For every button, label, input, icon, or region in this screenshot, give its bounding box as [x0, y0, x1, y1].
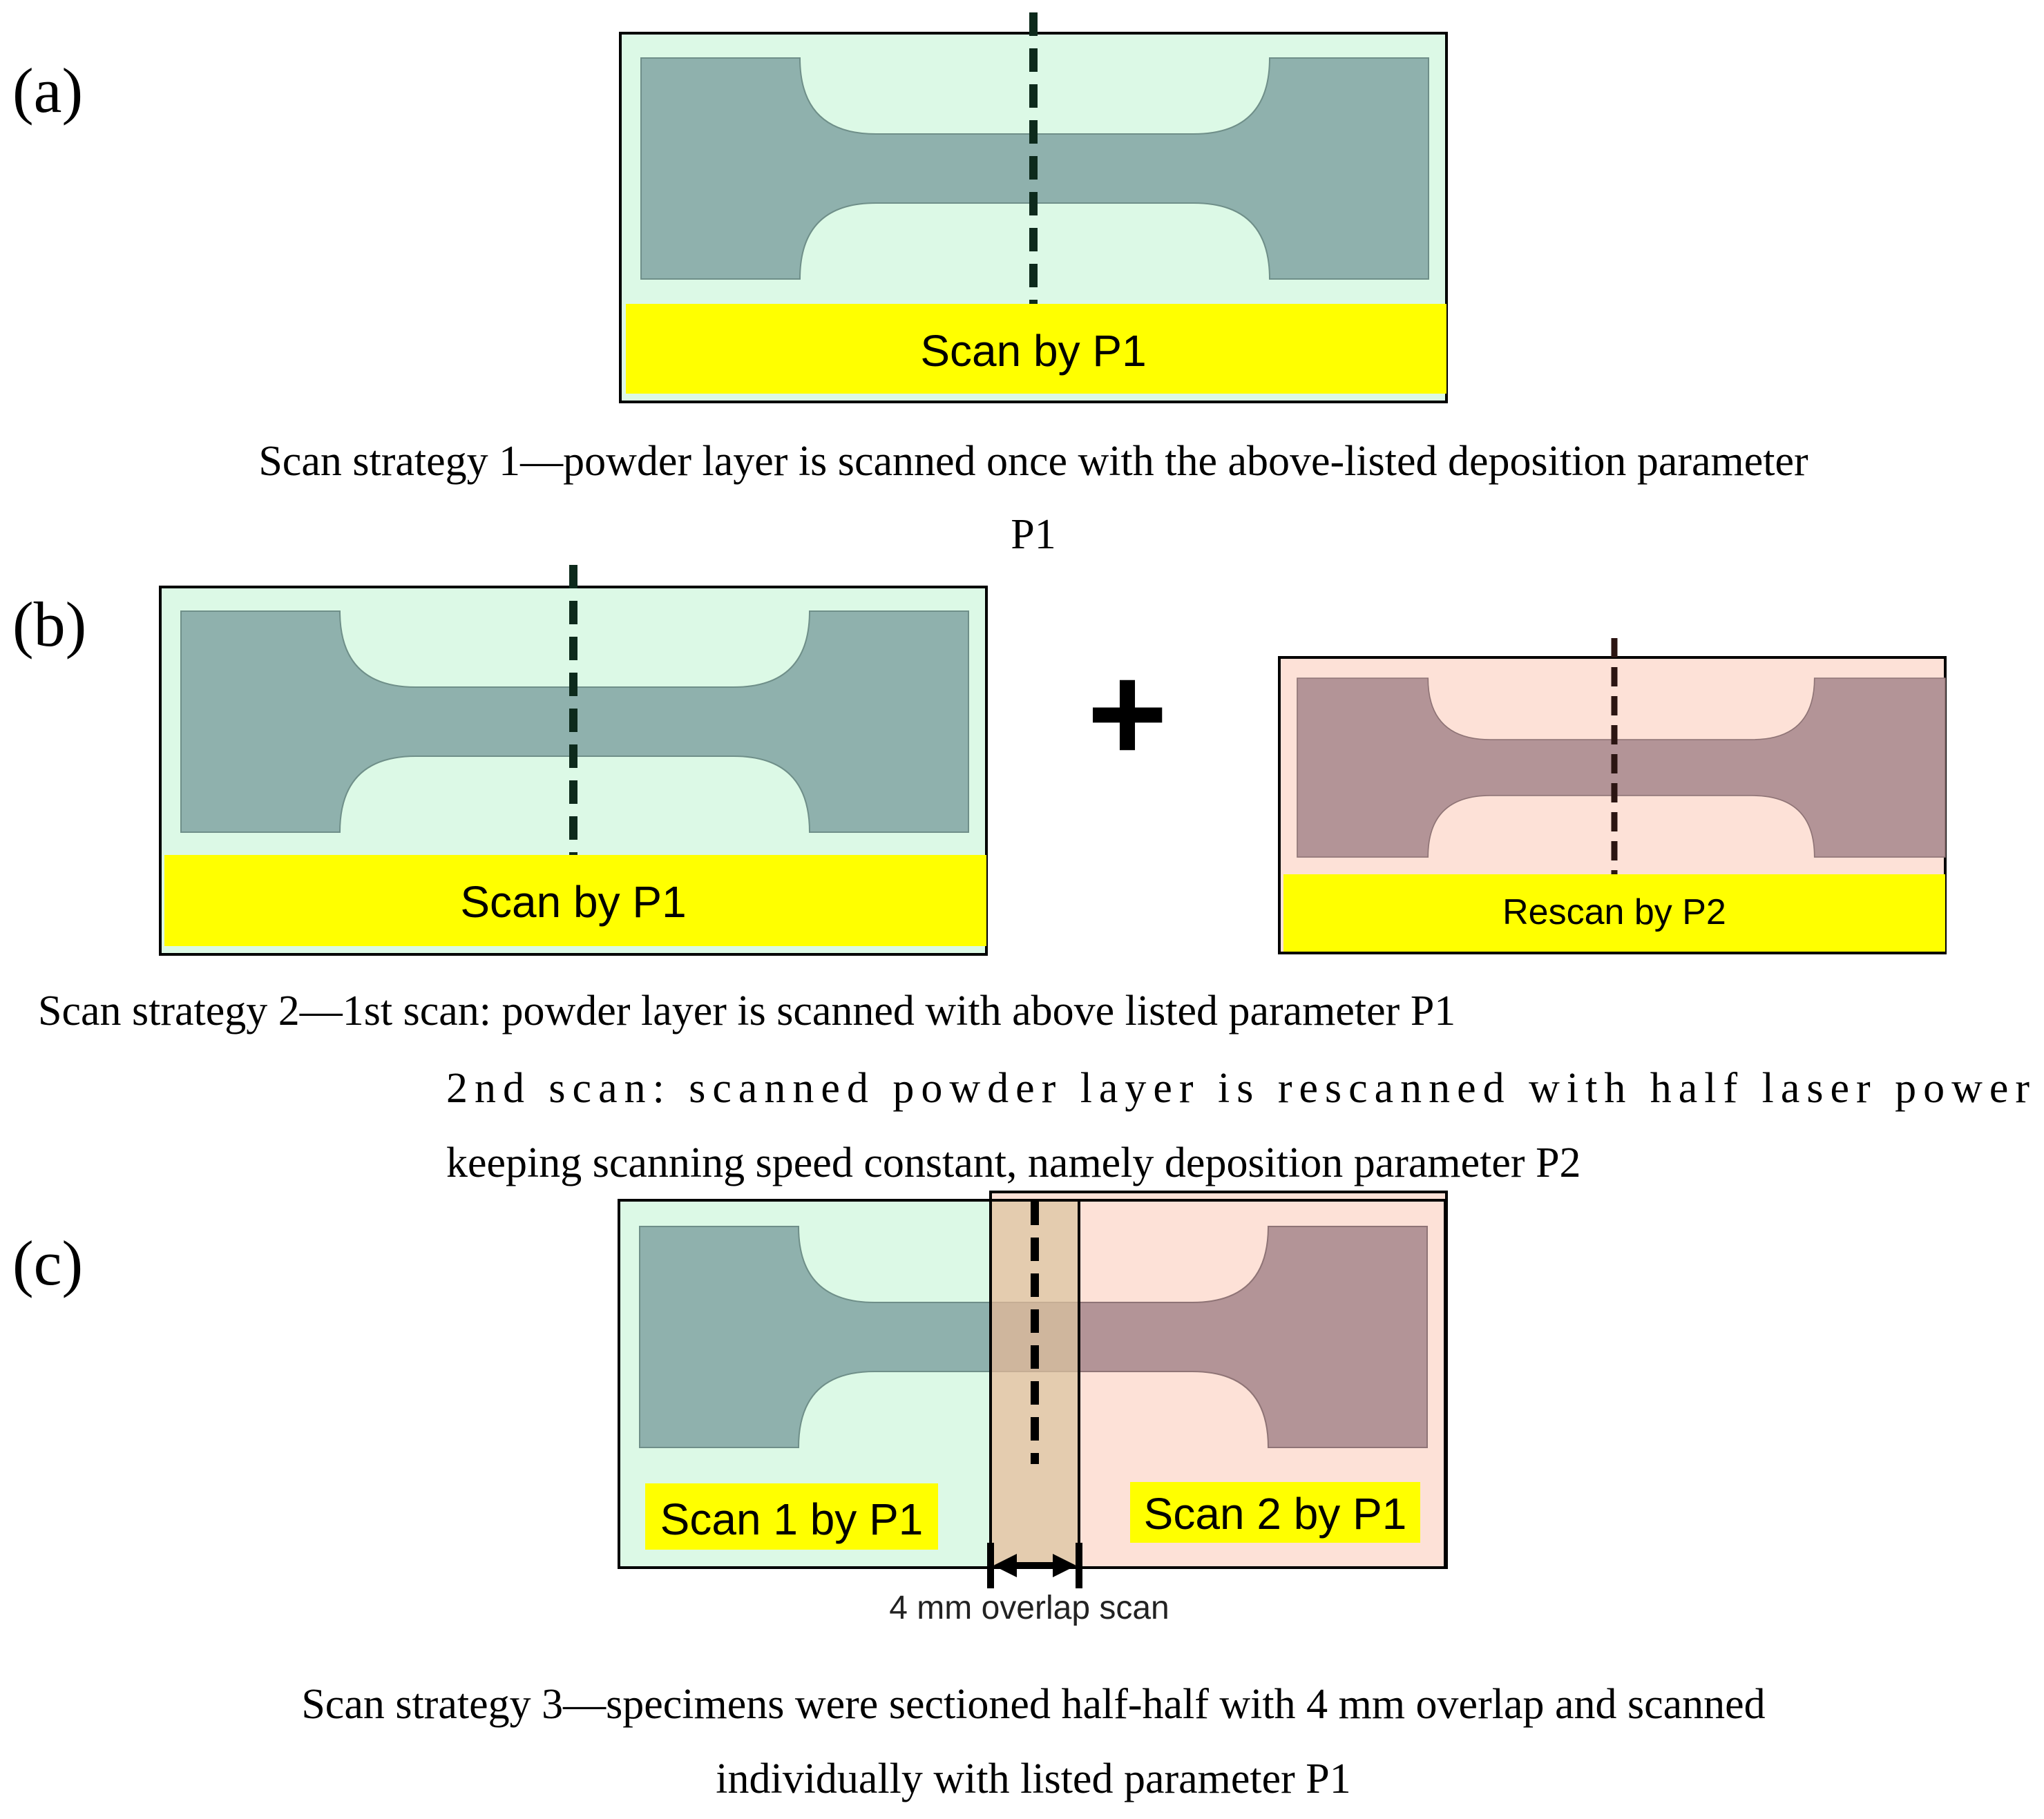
caption-b-line3: keeping scanning speed constant, namely … — [446, 1139, 1581, 1186]
plate-right-outline — [989, 1191, 1448, 1569]
panel-b: (b) Scan by P1 + Rescan by P2 Scan strat… — [12, 565, 2029, 1186]
caption-b-line1: Scan strategy 2—1st scan: powder layer i… — [38, 988, 1455, 1034]
scan1-highlight — [645, 1483, 938, 1550]
plus-sign: + — [1087, 637, 1168, 791]
panel-a: (a) Scan by P1 Scan strategy 1—powder la… — [12, 12, 1808, 558]
panel-c-label: (c) — [12, 1228, 83, 1298]
caption-a-line2: P1 — [1011, 511, 1056, 558]
rescan-label: Rescan by P2 — [1502, 892, 1726, 932]
caption-a-line1: Scan strategy 1—powder layer is scanned … — [258, 438, 1808, 485]
panel-c: (c) Scan 1 by P1 Scan 2 by P1 — [12, 1191, 1766, 1802]
caption-b-line2: 2nd scan: scanned powder layer is rescan… — [446, 1065, 2029, 1112]
overlap-dimension-arrow — [987, 1543, 1082, 1588]
scan-highlight — [164, 855, 986, 946]
overlap-label: 4 mm overlap scan — [889, 1590, 1169, 1626]
scan2-highlight — [1130, 1482, 1420, 1543]
scan2-label: Scan 2 by P1 — [1144, 1489, 1407, 1539]
caption-c-line1: Scan strategy 3—specimens were sectioned… — [301, 1681, 1765, 1728]
scan-label: Scan by P1 — [920, 326, 1146, 376]
scan1-label: Scan 1 by P1 — [660, 1494, 924, 1544]
panel-a-label: (a) — [12, 55, 83, 126]
rescan-highlight — [1283, 874, 1945, 952]
panel-b-label: (b) — [12, 589, 86, 660]
scan-label: Scan by P1 — [460, 877, 686, 927]
scan-highlight — [626, 304, 1446, 394]
caption-c-line2: individually with listed parameter P1 — [716, 1755, 1351, 1802]
